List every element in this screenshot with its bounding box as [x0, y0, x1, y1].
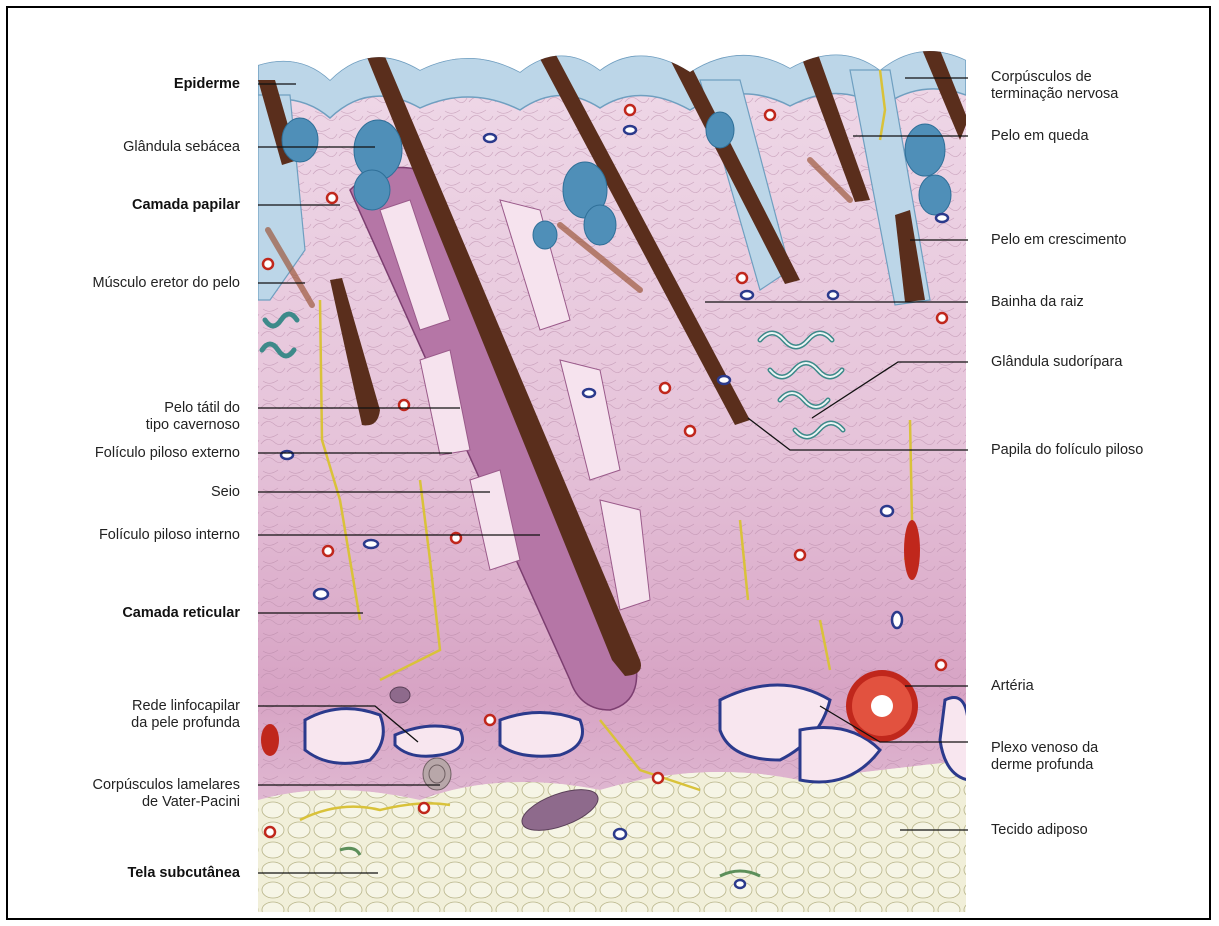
- label-tela-subcutanea-text: Tela subcutânea: [127, 865, 240, 882]
- label-seio: Seio: [211, 484, 240, 501]
- label-pelo-crescimento-text: Pelo em crescimento: [991, 232, 1126, 249]
- label-seio-text: Seio: [211, 484, 240, 501]
- label-corpusculos-lamelares-line1: Corpúsculos lamelares: [93, 777, 240, 794]
- label-camada-papilar-text: Camada papilar: [132, 197, 240, 214]
- label-pelo-queda-text: Pelo em queda: [991, 128, 1089, 145]
- label-rede-linfocapilar-line2: da pele profunda: [131, 715, 240, 732]
- label-tecido-adiposo: Tecido adiposo: [991, 822, 1088, 839]
- label-papila-foliculo-text: Papila do folículo piloso: [991, 442, 1143, 459]
- label-pelo-queda: Pelo em queda: [991, 128, 1089, 145]
- label-musculo-eretor-text: Músculo eretor do pelo: [93, 275, 241, 292]
- label-tecido-adiposo-text: Tecido adiposo: [991, 822, 1088, 839]
- tissue-block: [258, 40, 968, 915]
- label-camada-reticular: Camada reticular: [122, 605, 240, 622]
- label-rede-linfocapilar-line1: Rede linfocapilar: [131, 698, 240, 715]
- label-rede-linfocapilar: Rede linfocapilar da pele profunda: [131, 698, 240, 732]
- label-tela-subcutanea: Tela subcutânea: [127, 865, 240, 882]
- label-corpusculos-lamelares: Corpúsculos lamelares de Vater-Pacini: [93, 777, 240, 811]
- label-bainha-raiz-text: Bainha da raiz: [991, 294, 1084, 311]
- label-plexo-venoso-line1: Plexo venoso da: [991, 740, 1098, 757]
- label-pelo-tatil-line1: Pelo tátil do: [146, 400, 240, 417]
- label-musculo-eretor: Músculo eretor do pelo: [93, 275, 241, 292]
- label-papila-foliculo: Papila do folículo piloso: [991, 442, 1143, 459]
- label-epiderme: Epiderme: [174, 76, 240, 93]
- artery-cross-section: [846, 670, 918, 742]
- label-glandula-sebacea-text: Glândula sebácea: [123, 139, 240, 156]
- label-corpusculos-terminacao-line1: Corpúsculos de: [991, 69, 1118, 86]
- label-foliculo-externo: Folículo piloso externo: [95, 445, 240, 462]
- label-camada-papilar: Camada papilar: [132, 197, 240, 214]
- artery-vertical: [904, 520, 920, 580]
- label-arteria: Artéria: [991, 678, 1034, 695]
- label-corpusculos-terminacao-line2: terminação nervosa: [991, 86, 1118, 103]
- label-glandula-sebacea: Glândula sebácea: [123, 139, 240, 156]
- label-pelo-crescimento: Pelo em crescimento: [991, 232, 1126, 249]
- label-plexo-venoso-line2: derme profunda: [991, 757, 1098, 774]
- label-bainha-raiz: Bainha da raiz: [991, 294, 1084, 311]
- label-foliculo-interno-text: Folículo piloso interno: [99, 527, 240, 544]
- label-glandula-sudoripara-text: Glândula sudorípara: [991, 354, 1122, 371]
- label-epiderme-text: Epiderme: [174, 76, 240, 93]
- label-camada-reticular-text: Camada reticular: [122, 605, 240, 622]
- artery-small: [261, 724, 279, 756]
- label-plexo-venoso: Plexo venoso da derme profunda: [991, 740, 1098, 774]
- label-foliculo-interno: Folículo piloso interno: [99, 527, 240, 544]
- label-corpusculos-lamelares-line2: de Vater-Pacini: [93, 794, 240, 811]
- label-glandula-sudoripara: Glândula sudorípara: [991, 354, 1122, 371]
- label-foliculo-externo-text: Folículo piloso externo: [95, 445, 240, 462]
- label-pelo-tatil-line2: tipo cavernoso: [146, 417, 240, 434]
- label-pelo-tatil: Pelo tátil do tipo cavernoso: [146, 400, 240, 434]
- label-arteria-text: Artéria: [991, 678, 1034, 695]
- label-corpusculos-terminacao: Corpúsculos de terminação nervosa: [991, 69, 1118, 103]
